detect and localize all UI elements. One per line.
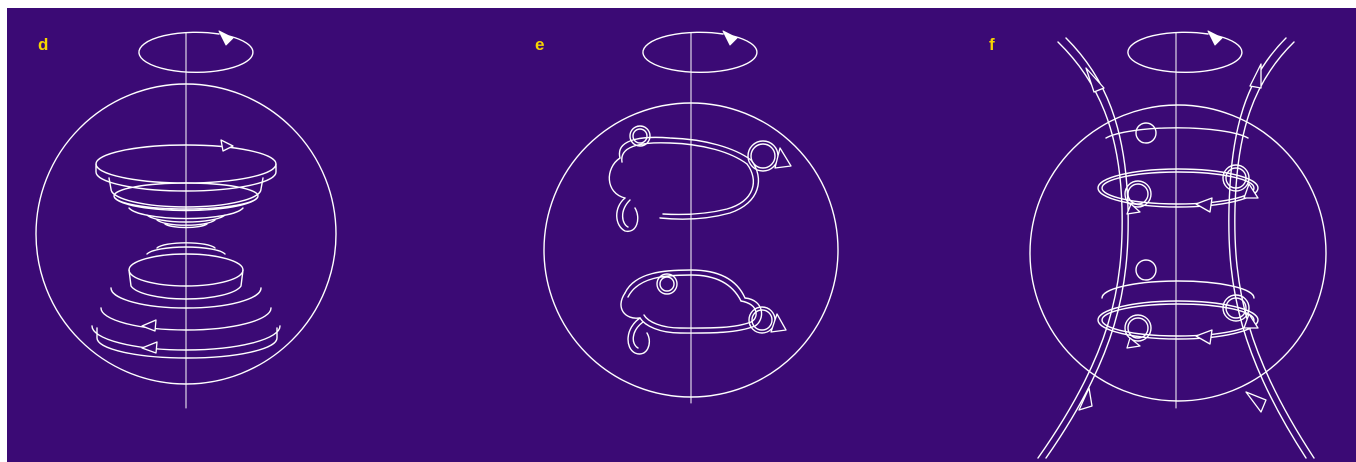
arrow-icon xyxy=(1196,198,1212,212)
panel-f: f xyxy=(916,8,1356,462)
arrow-icon xyxy=(142,342,157,353)
lower-coil xyxy=(1098,260,1258,348)
lower-twisted-loop xyxy=(621,270,786,354)
arrow-icon xyxy=(142,320,156,331)
arrow-icon xyxy=(771,314,786,332)
rotation-arrow xyxy=(643,31,757,72)
arrow-icon xyxy=(221,140,233,151)
panel-d-diagram xyxy=(7,8,447,462)
rotation-arrow xyxy=(1128,31,1242,72)
panel-d: d xyxy=(7,8,447,462)
upper-twisted-loop xyxy=(609,126,791,231)
arrow-icon xyxy=(1079,388,1092,410)
arrow-icon xyxy=(1250,64,1261,88)
figure-canvas: d xyxy=(7,8,1356,462)
arrow-icon xyxy=(1246,392,1266,412)
sphere-outline xyxy=(1030,105,1326,401)
panel-e: e xyxy=(465,8,905,462)
arrow-icon xyxy=(1127,204,1140,214)
rotation-arrow xyxy=(139,31,253,72)
panel-e-diagram xyxy=(465,8,905,462)
panel-f-diagram xyxy=(916,8,1356,462)
arrow-icon xyxy=(1196,330,1212,344)
